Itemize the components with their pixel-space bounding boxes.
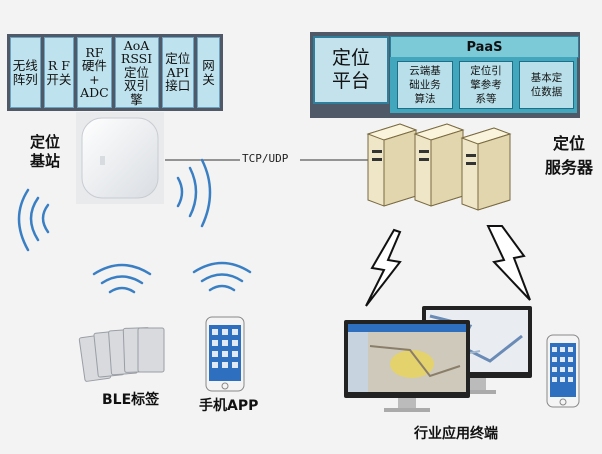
smartphone-icon (205, 316, 245, 392)
lightning-icon (365, 228, 402, 307)
module-antenna-array: 无线 阵列 (10, 37, 41, 108)
base-station-module-strip: 无线 阵列 R F 开关 RF 硬件+ ADC AoA RSSI 定位 双引 擎… (7, 34, 223, 111)
module-rf-hardware: RF 硬件+ ADC (77, 37, 112, 108)
monitor-icon (344, 306, 532, 412)
smartphone-icon (546, 334, 580, 408)
server-label: 定位 服务器 (545, 134, 594, 177)
server-cluster (366, 123, 512, 211)
positioning-platform-box: 定位 平台 (313, 36, 389, 104)
lightning-icon (486, 225, 531, 301)
server-icon (460, 127, 512, 211)
base-station-device-icon (76, 112, 164, 204)
module-api: 定位 API 接口 (161, 37, 195, 108)
tcp-udp-label: TCP/UDP (242, 152, 289, 165)
module-positioning-engine: AoA RSSI 定位 双引 擎 (114, 37, 159, 108)
ble-tag-label: BLE标签 (102, 392, 160, 408)
server-icon (366, 123, 418, 207)
phone-app-label: 手机APP (199, 398, 259, 414)
module-rf-switch: R F 开关 (43, 37, 75, 108)
paas-item-engine-reference: 定位引 擎参考 系等 (459, 61, 513, 109)
paas-item-cloud-algorithms: 云端基 础业务 算法 (397, 61, 453, 109)
paas-item-basic-data: 基本定 位数据 (519, 61, 574, 109)
industry-terminal-label: 行业应用终端 (414, 426, 498, 442)
module-gateway: 网关 (197, 37, 220, 108)
base-station-label: 定位 基站 (30, 133, 61, 170)
ble-tag-icon (78, 327, 165, 382)
